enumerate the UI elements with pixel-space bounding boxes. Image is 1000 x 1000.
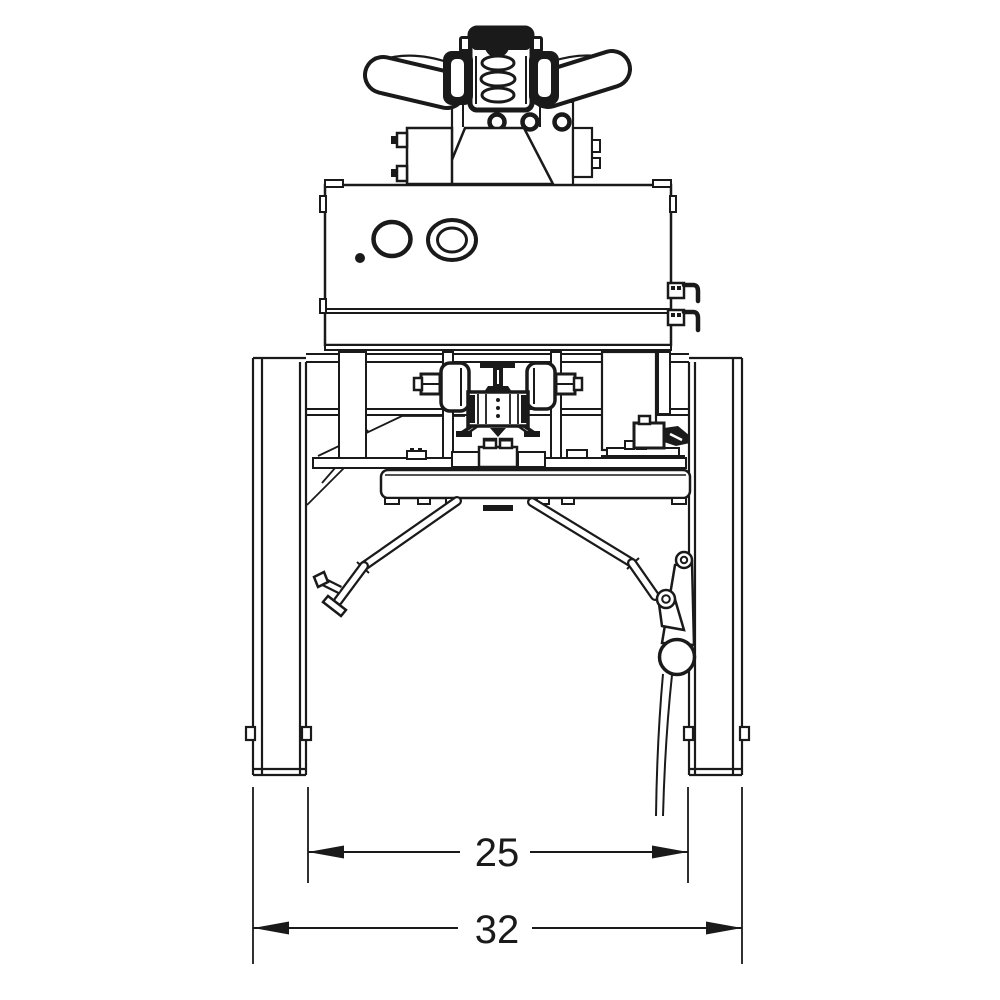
roller-wheel bbox=[657, 637, 697, 677]
shelf bbox=[312, 437, 687, 469]
right-bumper bbox=[525, 361, 584, 411]
arrowhead-right bbox=[652, 845, 688, 859]
mast-hole-2 bbox=[520, 112, 540, 132]
dimension-label-inner-width: 25 bbox=[475, 831, 520, 875]
arrowhead-left bbox=[308, 845, 344, 859]
mast-assembly bbox=[391, 100, 601, 186]
mast-hole-3 bbox=[552, 112, 572, 132]
hinge-fitting-top bbox=[666, 281, 701, 304]
right-leg bbox=[682, 356, 751, 777]
left-mast-box bbox=[405, 126, 454, 186]
hub-knob bbox=[484, 32, 510, 58]
arrowhead-left bbox=[253, 921, 289, 935]
spring-coil-1 bbox=[480, 54, 516, 72]
indicator-dot bbox=[355, 253, 365, 263]
center-coupling bbox=[456, 361, 540, 437]
right-mast-box bbox=[571, 126, 594, 179]
right-linkage-arm bbox=[527, 497, 697, 817]
prong-right bbox=[662, 674, 673, 817]
spring-coil-2 bbox=[479, 70, 517, 88]
left-linkage-arm bbox=[312, 496, 462, 618]
spring-coil-3 bbox=[480, 86, 516, 104]
arrowhead-right bbox=[706, 921, 742, 935]
gusset-plate bbox=[440, 126, 556, 186]
hinge-fitting-bottom bbox=[666, 308, 701, 333]
dimension-label-overall-width: 32 bbox=[475, 908, 520, 952]
connector-fitting bbox=[664, 426, 690, 446]
handlebar-assembly bbox=[363, 25, 632, 113]
motor-box bbox=[632, 421, 666, 450]
dimension-annotations: 25 32 bbox=[252, 787, 743, 964]
gauge-ring-outer bbox=[426, 218, 478, 262]
left-leg bbox=[244, 356, 313, 777]
dimension-inner-width: 25 bbox=[308, 831, 688, 875]
left-knob bbox=[371, 219, 413, 259]
left-bumper bbox=[412, 361, 471, 413]
main-body-box bbox=[319, 179, 701, 351]
base-plate bbox=[379, 468, 692, 511]
dimension-overall-width: 32 bbox=[253, 908, 742, 952]
gauge-ring-inner bbox=[436, 226, 468, 254]
pin-cap bbox=[312, 570, 330, 589]
prong-left bbox=[655, 673, 664, 817]
